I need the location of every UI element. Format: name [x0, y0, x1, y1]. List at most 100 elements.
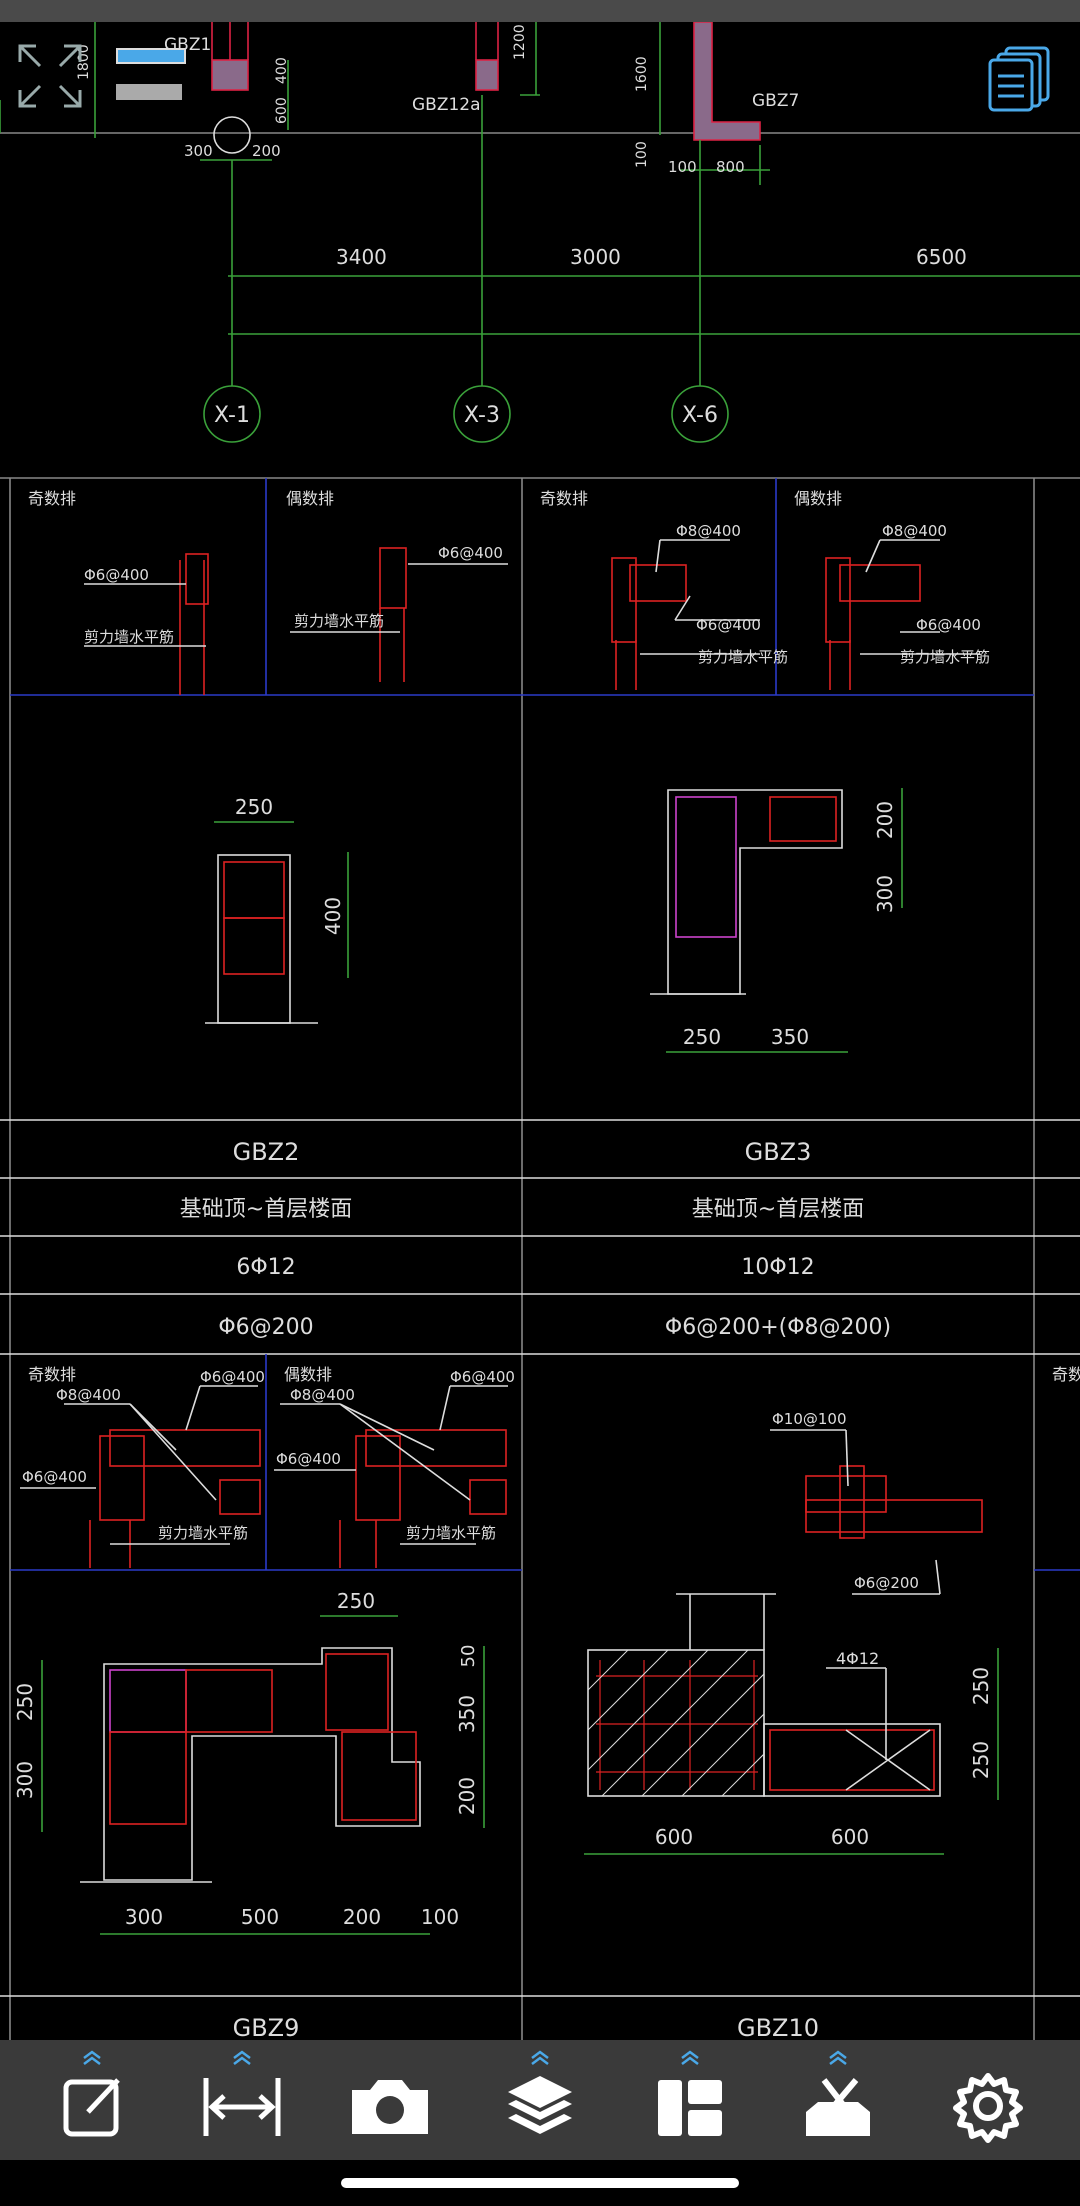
- label-gbz7: GBZ7: [752, 91, 799, 111]
- table-gbz2-bars: 6Φ12: [236, 1255, 295, 1280]
- table-gbz2-ties: Φ6@200: [218, 1315, 313, 1340]
- axis-x3: X-3: [464, 403, 500, 428]
- gbz3-dim-200: 200: [873, 801, 897, 839]
- table-gbz3-range: 基础顶~首层楼面: [692, 1197, 864, 1222]
- rebar-label: Φ8@400: [882, 522, 947, 540]
- gbz3-dim-350: 350: [771, 1025, 809, 1049]
- section-name-gbz9: GBZ9: [233, 2014, 300, 2040]
- rebar-label: Φ6@400: [438, 544, 503, 562]
- layout-tool-button[interactable]: [630, 2040, 750, 2160]
- status-bar: [0, 0, 1080, 22]
- measure-tool-button[interactable]: [182, 2040, 302, 2160]
- label-gbz12a: GBZ12a: [412, 95, 481, 115]
- gear-icon: [953, 2073, 1023, 2143]
- gbz10-dim-b2: 600: [831, 1825, 869, 1849]
- dim-200: 200: [252, 142, 281, 160]
- expand-chevron-icon: [233, 2050, 251, 2065]
- document-list-button[interactable]: [986, 44, 1054, 112]
- document-stack-icon: [988, 46, 1050, 112]
- rebar-label: Φ6@400: [22, 1468, 87, 1486]
- grid-dim-2: 3000: [570, 245, 621, 269]
- gbz10-tie-label: Φ6@200: [854, 1574, 919, 1592]
- layers-tool-button[interactable]: [480, 2040, 600, 2160]
- toolbox-tool-button[interactable]: [778, 2040, 898, 2160]
- table-gbz3-bars: 10Φ12: [741, 1255, 814, 1280]
- gbz10-dim-r1: 250: [969, 1667, 993, 1705]
- gbz9-dim-b3: 200: [343, 1905, 381, 1929]
- gbz10-bars-label: 4Φ12: [836, 1649, 879, 1668]
- gbz9-dim-left2: 300: [13, 1761, 37, 1799]
- layer-toggle-inactive[interactable]: [116, 84, 182, 100]
- expand-chevron-icon: [681, 2050, 699, 2065]
- odd-row-label-3: 奇数排: [28, 1365, 76, 1384]
- even-row-label-3: 偶数排: [284, 1365, 332, 1384]
- dim-100b: 100: [634, 141, 650, 168]
- gbz9-dim-b4: 100: [421, 1905, 459, 1929]
- even-row-label-2: 偶数排: [794, 489, 842, 508]
- rebar-label: Φ6@400: [696, 616, 761, 634]
- gbz2-width: 250: [235, 795, 273, 819]
- gbz10-dim-r2: 250: [969, 1741, 993, 1779]
- cad-drawing-canvas[interactable]: GBZ1 GBZ12a GBZ7 300 200 100 800 1800 40…: [0, 22, 1080, 2040]
- dim-300: 300: [184, 142, 213, 160]
- dim-1600: 1600: [634, 56, 650, 92]
- gbz9-dim-r3: 200: [455, 1777, 479, 1815]
- annotate-tool-button[interactable]: [32, 2040, 152, 2160]
- rebar-label: Φ8@400: [290, 1386, 355, 1404]
- fullscreen-toggle-button[interactable]: [14, 40, 86, 112]
- odd-row-label-2: 奇数排: [540, 489, 588, 508]
- gbz9-dim-b2: 500: [241, 1905, 279, 1929]
- rebar-label: Φ6@400: [84, 566, 149, 584]
- expand-chevron-icon: [531, 2050, 549, 2065]
- camera-icon: [352, 2080, 428, 2134]
- bottom-toolbar: [0, 2040, 1080, 2160]
- axis-x6: X-6: [682, 403, 718, 428]
- wall-rebar-label: 剪力墙水平筋: [158, 1524, 248, 1542]
- dim-800: 800: [716, 158, 745, 176]
- axis-x1: X-1: [214, 403, 250, 428]
- odd-row-label-1: 奇数排: [28, 489, 76, 508]
- even-row-label-1: 偶数排: [286, 489, 334, 508]
- gbz2-height: 400: [321, 897, 345, 935]
- table-gbz2-name: GBZ2: [233, 1138, 300, 1166]
- rebar-label: Φ6@400: [200, 1368, 265, 1386]
- wall-rebar-label: 剪力墙水平筋: [406, 1524, 496, 1542]
- gbz10-ring-label: Φ10@100: [772, 1410, 847, 1428]
- wall-rebar-label: 剪力墙水平筋: [698, 648, 788, 666]
- grid-dim-1: 3400: [336, 245, 387, 269]
- table-gbz3-name: GBZ3: [745, 1138, 812, 1166]
- home-indicator[interactable]: [341, 2178, 739, 2188]
- wall-rebar-label: 剪力墙水平筋: [84, 628, 174, 646]
- gbz9-dim-top: 250: [337, 1589, 375, 1613]
- rebar-label: Φ6@400: [916, 616, 981, 634]
- measure-icon: [203, 2078, 281, 2136]
- wall-rebar-label: 剪力墙水平筋: [294, 612, 384, 630]
- odd-row-label-4: 奇数排: [1052, 1365, 1080, 1384]
- gbz3-dim-300: 300: [873, 875, 897, 913]
- gbz9-dim-r2: 350: [455, 1695, 479, 1733]
- layout-icon: [658, 2080, 722, 2136]
- layers-icon: [508, 2076, 572, 2134]
- settings-button[interactable]: [928, 2040, 1048, 2160]
- gbz9-dim-b1: 300: [125, 1905, 163, 1929]
- rebar-label: Φ8@400: [56, 1386, 121, 1404]
- expand-chevron-icon: [829, 2050, 847, 2065]
- edit-icon: [63, 2078, 120, 2137]
- rebar-label: Φ6@400: [450, 1368, 515, 1386]
- dim-100a: 100: [668, 158, 697, 176]
- table-gbz3-ties: Φ6@200+(Φ8@200): [665, 1315, 891, 1340]
- dim-1200: 1200: [512, 24, 528, 60]
- gbz9-dim-left1: 250: [13, 1683, 37, 1721]
- gbz10-dim-b1: 600: [655, 1825, 693, 1849]
- dim-400: 400: [274, 57, 290, 84]
- gbz3-dim-250: 250: [683, 1025, 721, 1049]
- expand-chevron-icon: [83, 2050, 101, 2065]
- layer-toggle-active[interactable]: [116, 48, 186, 64]
- rebar-label: Φ6@400: [276, 1450, 341, 1468]
- wall-rebar-label: 剪力墙水平筋: [900, 648, 990, 666]
- table-gbz2-range: 基础顶~首层楼面: [180, 1197, 352, 1222]
- screenshot-tool-button[interactable]: [330, 2040, 450, 2160]
- gbz9-dim-r1: 50: [458, 1645, 479, 1668]
- expand-arrows-icon: [18, 44, 82, 108]
- rebar-label: Φ8@400: [676, 522, 741, 540]
